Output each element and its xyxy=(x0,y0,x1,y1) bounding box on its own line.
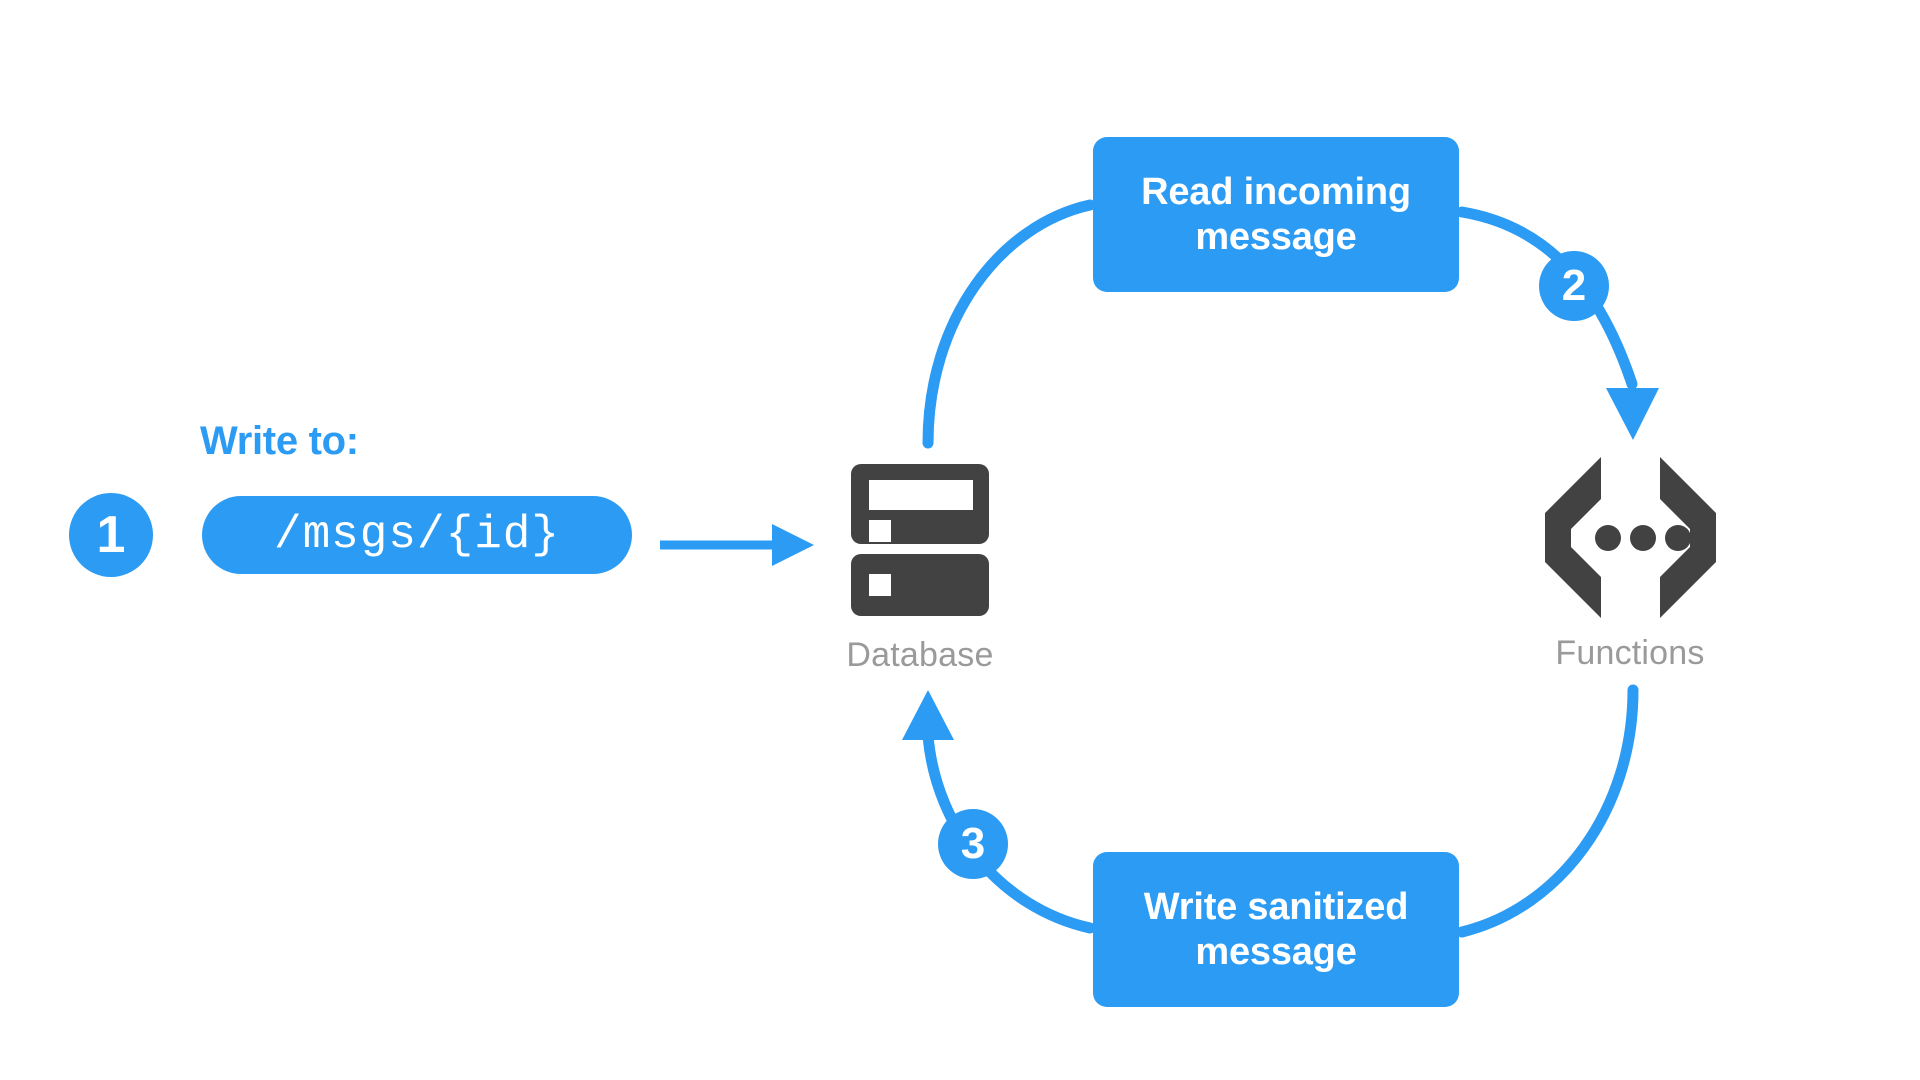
node-database[interactable]: Database xyxy=(770,462,1070,675)
database-path-pill[interactable]: /msgs/{id} xyxy=(202,496,632,574)
read-box-line-1: Read incoming xyxy=(1141,170,1411,213)
process-box-write-text: Write sanitized message xyxy=(1143,885,1409,975)
functions-braces-icon xyxy=(1544,457,1716,618)
process-box-read-incoming-message[interactable]: Read incoming message xyxy=(1093,137,1459,292)
step-badge-1[interactable]: 1 xyxy=(69,493,153,577)
database-to-read-box-arc xyxy=(922,199,1096,449)
read-box-to-functions-arc xyxy=(1456,206,1659,440)
step-badge-2[interactable]: 2 xyxy=(1539,251,1609,321)
node-database-label: Database xyxy=(846,636,994,674)
write-box-line-2: message xyxy=(1195,930,1357,973)
write-box-line-1: Write sanitized xyxy=(1143,885,1409,928)
write-box-to-database-arc xyxy=(902,690,1096,934)
process-box-write-sanitized-message[interactable]: Write sanitized message xyxy=(1093,852,1459,1007)
step-badge-3[interactable]: 3 xyxy=(938,809,1008,879)
write-to-label: Write to: xyxy=(200,419,359,463)
read-box-line-2: message xyxy=(1195,215,1357,258)
node-functions-label: Functions xyxy=(1555,634,1705,672)
functions-to-write-box-arc xyxy=(1456,684,1639,938)
node-functions[interactable]: Functions xyxy=(1470,455,1790,673)
database-icon xyxy=(851,464,989,616)
process-box-read-text: Read incoming message xyxy=(1141,170,1411,260)
